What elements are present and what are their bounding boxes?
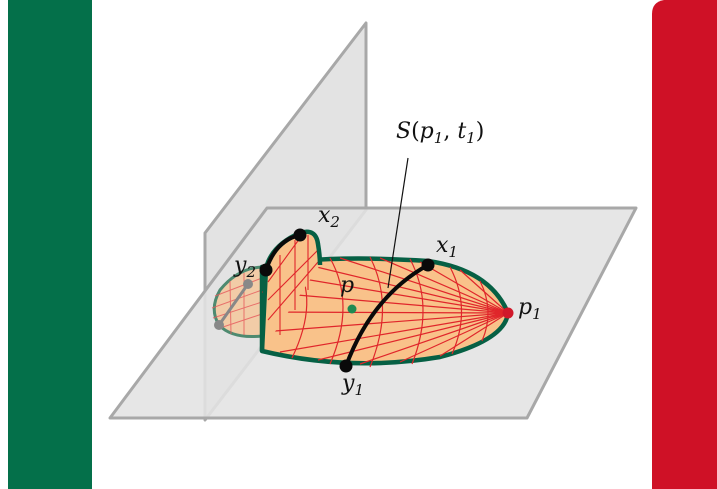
label-y2: y2 — [233, 253, 256, 281]
label-p: p — [340, 273, 354, 298]
label-surface: S(p1, t1) — [396, 119, 484, 147]
left-color-band — [8, 0, 92, 489]
right-color-band — [652, 0, 717, 489]
point-p — [347, 304, 357, 314]
label-p1: p1 — [518, 295, 542, 323]
point-p1 — [502, 307, 514, 319]
lobe-mesh — [267, 235, 319, 335]
point-y1 — [339, 359, 353, 373]
label-y1: y1 — [341, 371, 364, 399]
point-x2 — [293, 228, 307, 242]
point-x1 — [421, 258, 435, 272]
label-x1: x1 — [436, 233, 458, 261]
hidden-path — [217, 283, 250, 326]
point-y2 — [259, 263, 273, 277]
surface-callout-line — [387, 157, 409, 289]
path-x1-y1 — [344, 263, 429, 367]
label-x2: x2 — [318, 203, 340, 231]
